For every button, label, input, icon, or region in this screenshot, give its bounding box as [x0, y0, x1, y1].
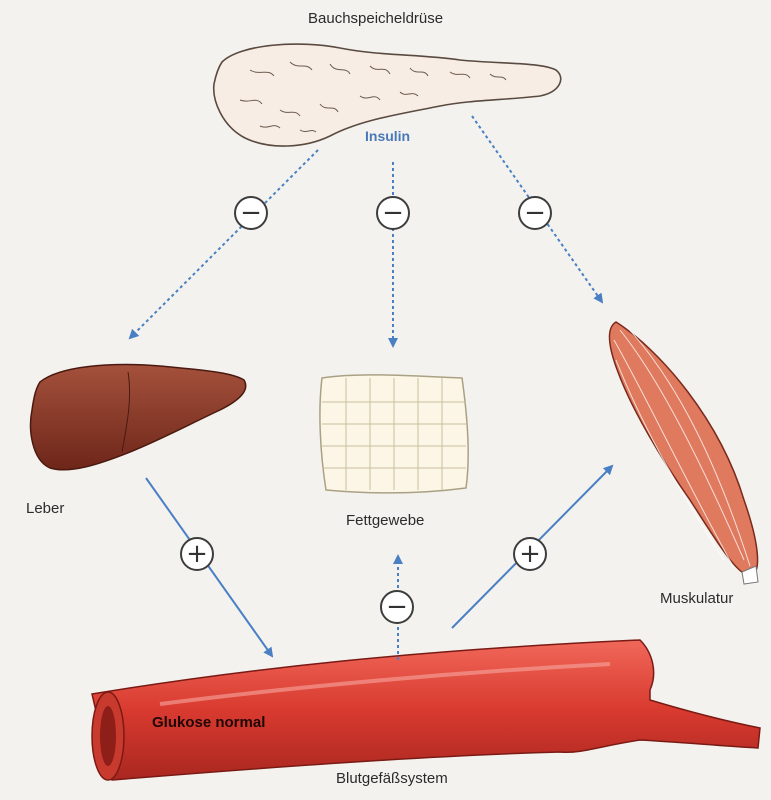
inhibit-sign-liver: − [234, 196, 268, 230]
inhibit-sign-fat: − [376, 196, 410, 230]
insulin-label: Insulin [365, 128, 410, 144]
fat-tissue-label: Fettgewebe [346, 512, 424, 529]
inhibit-sign-muscle: − [518, 196, 552, 230]
glucose-label: Glukose normal [152, 714, 265, 731]
pancreas-label: Bauchspeicheldrüse [308, 10, 443, 27]
stimulate-sign-muscle: + [513, 537, 547, 571]
inhibit-sign-vessel: − [380, 590, 414, 624]
fat-tissue-shape [320, 375, 468, 493]
stimulate-sign-liver: + [180, 537, 214, 571]
liver-shape [31, 365, 246, 470]
liver-label: Leber [26, 500, 64, 517]
muscle-shape [609, 322, 758, 584]
blood-vessel-shape [92, 640, 760, 780]
blood-vessels-label: Blutgefäßsystem [336, 770, 448, 787]
muscles-label: Muskulatur [660, 590, 733, 607]
